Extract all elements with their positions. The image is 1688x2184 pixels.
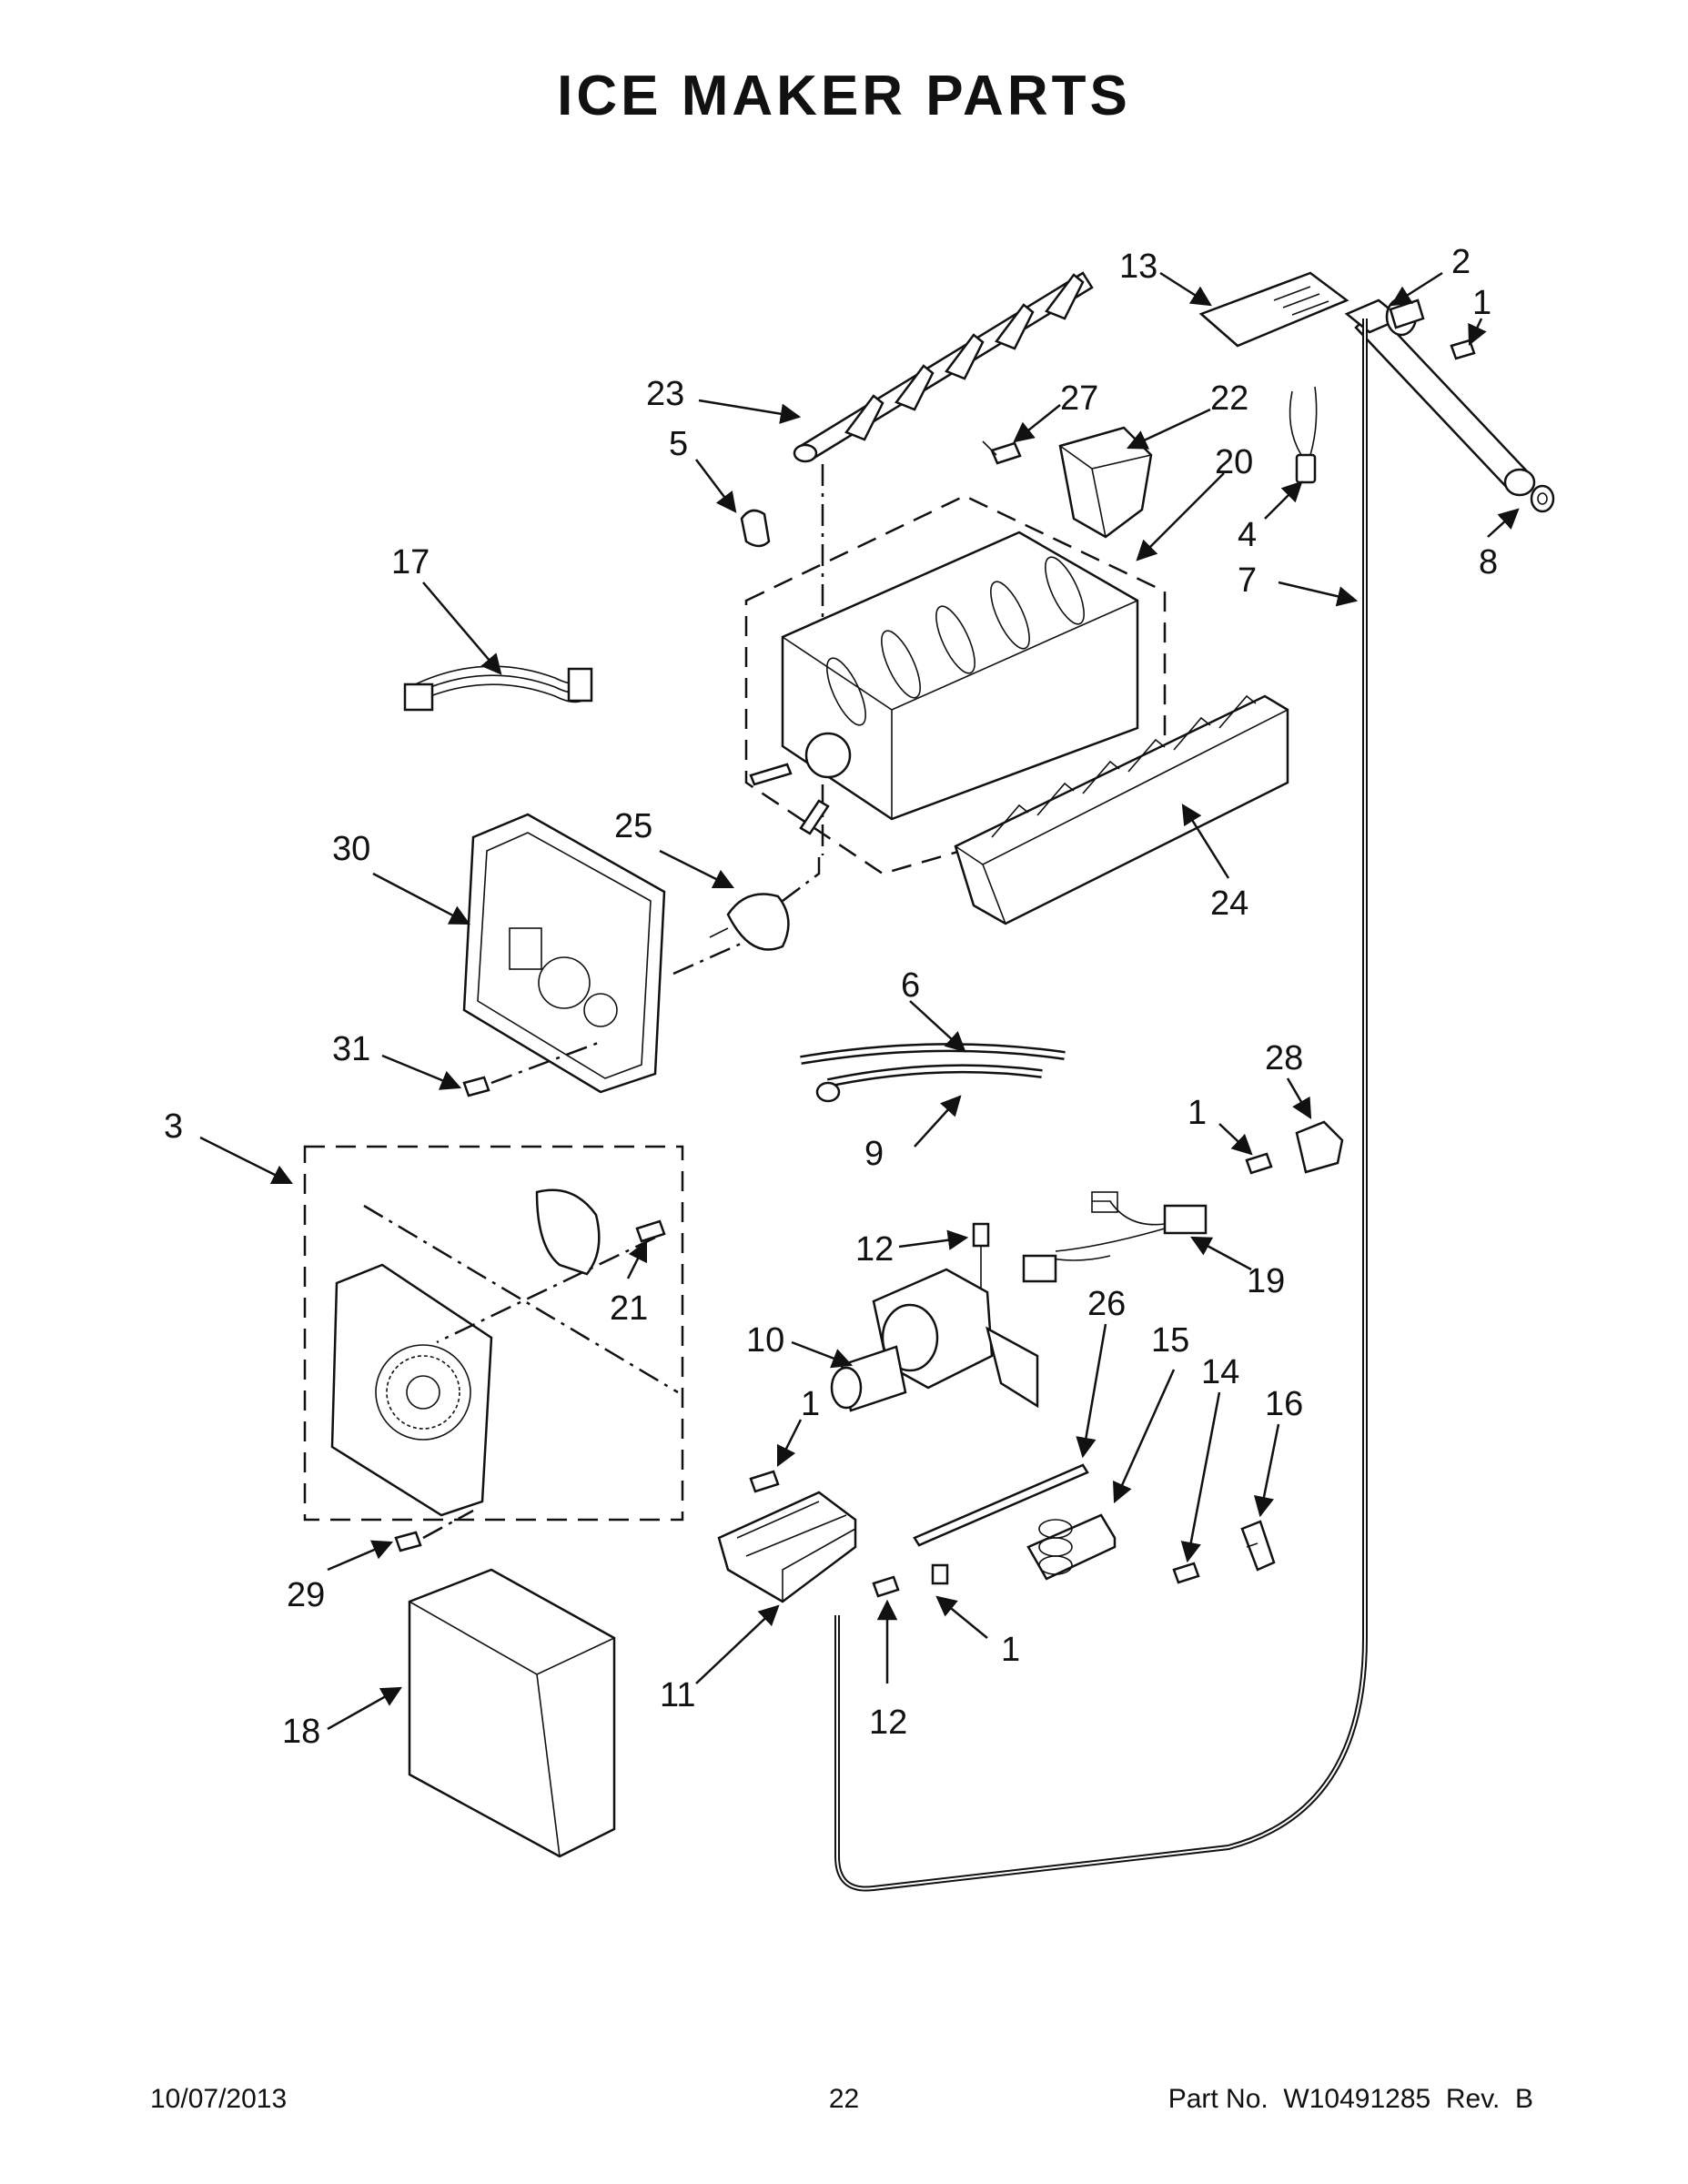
water-tube-7	[834, 318, 1368, 1892]
callout-1-bottom: 1	[1001, 1631, 1020, 1669]
callout-20: 20	[1215, 443, 1253, 481]
callout-23: 23	[646, 375, 684, 413]
callout-21: 21	[610, 1289, 648, 1328]
heater-26	[913, 1463, 1089, 1547]
callout-1-right: 1	[1188, 1094, 1207, 1132]
cover-plate-part	[1198, 271, 1349, 348]
heater-element-15	[1026, 1513, 1117, 1581]
module-cover-18	[408, 1568, 616, 1858]
screw-29	[394, 1531, 422, 1552]
callout-15: 15	[1151, 1321, 1189, 1360]
callout-numbers: 23 5 13 2 1 27 22 20 4 7 8 17 25 30 24 6…	[164, 243, 1498, 1751]
ice-mold-part	[744, 494, 1167, 875]
thermostat-part	[1289, 386, 1318, 484]
bracket-11	[717, 1491, 857, 1603]
callout-2: 2	[1451, 243, 1471, 281]
screw-27	[982, 440, 1022, 465]
tube-6	[800, 1043, 1066, 1065]
screw-31	[462, 1076, 490, 1097]
callout-3: 3	[164, 1107, 183, 1146]
screw-12-top	[972, 1222, 990, 1269]
callout-24: 24	[1210, 885, 1248, 923]
screw-1-right	[1245, 1152, 1273, 1175]
ejector-shaft-part	[793, 271, 1094, 463]
wire-harness-19	[1022, 1191, 1208, 1283]
callout-11: 11	[660, 1676, 695, 1714]
callout-17: 17	[391, 543, 430, 581]
callout-28: 28	[1265, 1039, 1303, 1077]
footer-part-number: Part No. W10491285 Rev. B	[1167, 2084, 1533, 2114]
callout-14: 14	[1201, 1353, 1239, 1391]
callout-13: 13	[1119, 248, 1157, 286]
screw-1-left	[749, 1470, 780, 1493]
wire-harness-17	[403, 665, 593, 712]
callout-16: 16	[1265, 1385, 1303, 1423]
footer-page-number: 22	[828, 2084, 860, 2114]
callout-6: 6	[901, 966, 920, 1005]
callout-9: 9	[864, 1135, 884, 1173]
callout-26: 26	[1087, 1285, 1126, 1323]
water-valve-10	[830, 1268, 1039, 1412]
module-assembly-3	[303, 1145, 684, 1522]
callout-1-left: 1	[801, 1385, 820, 1423]
washer-8	[1530, 484, 1555, 513]
clip-16	[1240, 1520, 1276, 1572]
callout-19: 19	[1247, 1262, 1285, 1300]
fill-tube-part	[1344, 297, 1536, 497]
callout-12-bottom: 12	[869, 1704, 907, 1742]
callout-31: 31	[332, 1030, 370, 1068]
control-housing-30	[462, 813, 666, 1094]
footer-date: 10/07/2013	[150, 2084, 288, 2114]
callout-30: 30	[332, 830, 370, 868]
clip-28	[1295, 1120, 1344, 1174]
ice-stripper-24	[954, 694, 1289, 925]
tube-9	[815, 1064, 1043, 1103]
callout-18: 18	[282, 1713, 320, 1751]
callout-29: 29	[287, 1576, 325, 1614]
screw-21	[635, 1219, 666, 1243]
callout-12-top: 12	[855, 1230, 894, 1269]
leader-arrows	[199, 271, 1520, 1731]
callout-4: 4	[1238, 516, 1257, 554]
page-title: ICE MAKER PARTS	[557, 65, 1131, 127]
screw-12-bottom	[872, 1575, 900, 1598]
screw-14	[1172, 1562, 1200, 1584]
clip-5	[740, 509, 771, 548]
callout-25: 25	[614, 807, 652, 845]
water-tube-7-inner	[836, 318, 1366, 1890]
callout-5: 5	[669, 425, 688, 463]
fill-cup-part	[1058, 426, 1153, 539]
callout-1-top: 1	[1472, 284, 1491, 322]
callout-8: 8	[1479, 543, 1498, 581]
callout-27: 27	[1060, 379, 1098, 418]
screw-1-bottom	[931, 1563, 949, 1585]
motor-coupler-25	[709, 893, 790, 951]
callout-22: 22	[1210, 379, 1248, 418]
callout-7: 7	[1238, 561, 1257, 600]
callout-10: 10	[746, 1321, 784, 1360]
